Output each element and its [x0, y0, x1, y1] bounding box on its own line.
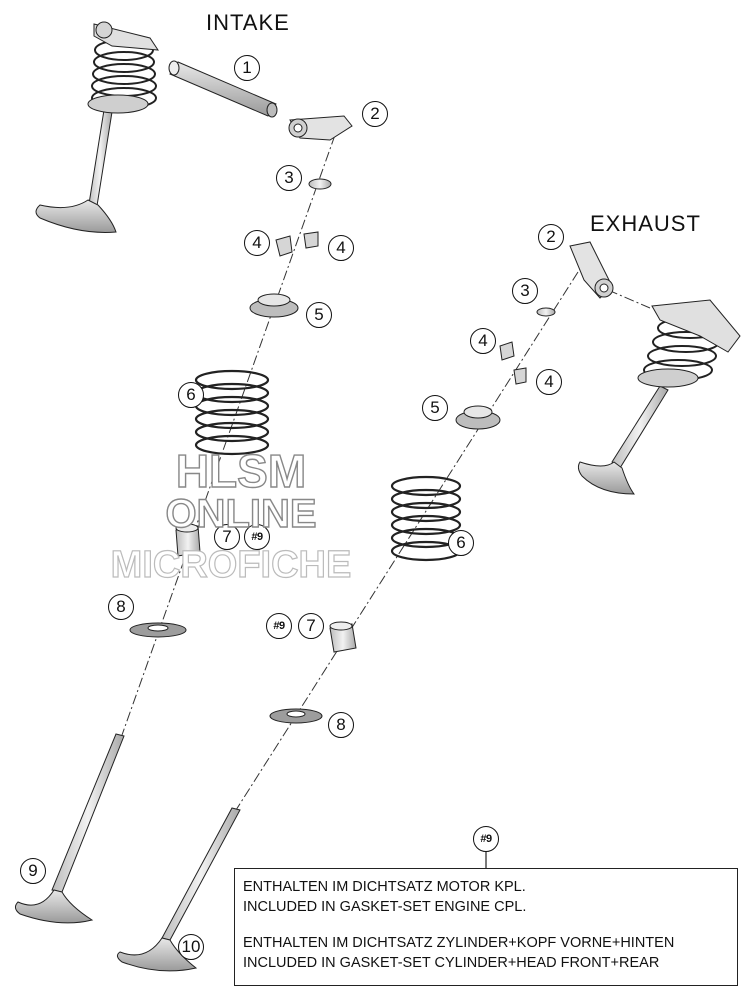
callout-2-exhaust: 2: [538, 224, 564, 250]
intake-spring-seat: [129, 622, 187, 638]
exhaust-title: EXHAUST: [590, 211, 701, 236]
rocker-shaft: [168, 60, 278, 118]
watermark-line-2: ONLINE: [165, 491, 318, 536]
intake-valve: [14, 733, 125, 924]
callout-3-exhaust: 3: [512, 278, 538, 304]
callout-10: 10: [178, 934, 204, 960]
callout-ref9-exhaust: #9: [266, 613, 292, 639]
exhaust-assembled-valve: [577, 299, 741, 495]
callout-5-intake: 5: [306, 302, 332, 328]
note-line-1: ENTHALTEN IM DICHTSATZ MOTOR KPL.: [243, 879, 526, 895]
exhaust-valve-spring: [390, 475, 462, 562]
callout-4-exhaust-right: 4: [536, 369, 562, 395]
watermark-line-3: MICROFICHE: [110, 543, 352, 586]
callout-7-exhaust: 7: [298, 613, 324, 639]
intake-cap: [308, 178, 332, 190]
callout-9: 9: [20, 858, 46, 884]
callout-4-intake-left: 4: [244, 230, 270, 256]
callout-8-intake: 8: [108, 594, 134, 620]
intake-title: INTAKE: [206, 10, 290, 35]
intake-valve-spring: [194, 369, 270, 456]
callout-8-exhaust: 8: [328, 712, 354, 738]
callout-3-intake: 3: [276, 165, 302, 191]
callout-1: 1: [234, 55, 260, 81]
note-line-4: INCLUDED IN GASKET-SET CYLINDER+HEAD FRO…: [243, 955, 660, 971]
note-line-3: ENTHALTEN IM DICHTSATZ ZYLINDER+KOPF VOR…: [243, 935, 675, 951]
intake-spring-retainer: [249, 293, 299, 318]
intake-rocker-arm: [288, 115, 353, 141]
callout-6-exhaust: 6: [448, 530, 474, 556]
intake-valve-stem-seal: [175, 523, 201, 557]
callout-4-intake-right: 4: [328, 235, 354, 261]
exhaust-spring-seat: [269, 708, 323, 724]
intake-assembled-valve: [35, 21, 159, 233]
exhaust-cap: [536, 307, 556, 317]
note-ref-callout: #9: [473, 826, 499, 852]
note-box: ENTHALTEN IM DICHTSATZ MOTOR KPL. INCLUD…: [234, 868, 738, 986]
exhaust-spring-retainer: [455, 405, 501, 430]
watermark-line-1: HLSM: [175, 444, 307, 497]
intake-collets: [275, 231, 319, 257]
note-line-2: INCLUDED IN GASKET-SET ENGINE CPL.: [243, 899, 527, 915]
exhaust-valve-stem-seal: [329, 621, 357, 653]
callout-2-intake: 2: [362, 101, 388, 127]
exhaust-collets: [499, 341, 527, 385]
callout-ref9-intake: #9: [244, 524, 270, 550]
callout-7-intake: 7: [214, 524, 240, 550]
callout-4-exhaust-left: 4: [470, 328, 496, 354]
callout-5-exhaust: 5: [422, 395, 448, 421]
exhaust-valve: [116, 807, 241, 972]
callout-6-intake: 6: [178, 382, 204, 408]
exhaust-rocker-arm: [569, 241, 614, 299]
